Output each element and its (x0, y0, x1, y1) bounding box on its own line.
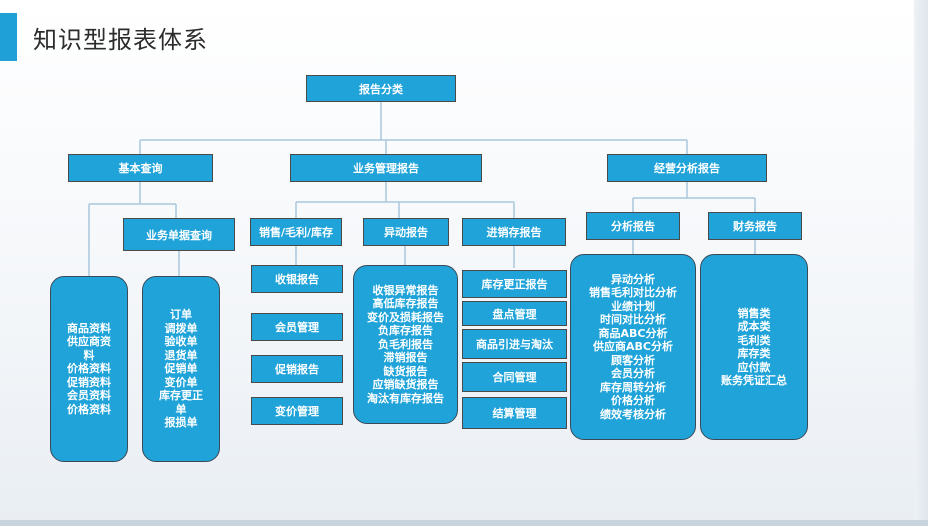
group-item: 订单 (170, 308, 192, 322)
box-price-change-management[interactable]: 变价管理 (251, 397, 343, 425)
box-member-management[interactable]: 会员管理 (251, 313, 343, 341)
group-item: 时间对比分析 (600, 313, 666, 327)
category-basic-query[interactable]: 基本查询 (68, 154, 213, 182)
group-item: 缺货报告 (383, 364, 428, 378)
group-item: 商品ABC分析 (598, 326, 668, 340)
group-item: 高低库存报告 (372, 297, 439, 311)
sub-doc-query[interactable]: 业务单据查询 (123, 218, 235, 251)
group-item: 供应商资 (67, 335, 111, 349)
title-accent-bar (0, 13, 17, 61)
group-item: 顾客分析 (611, 353, 655, 367)
sub-exception-report[interactable]: 异动报告 (363, 218, 449, 246)
group-item: 会员分析 (611, 367, 655, 381)
group-item: 价格分析 (611, 394, 655, 408)
group-item: 促销资料 (67, 375, 111, 389)
group-item: 绩效考核分析 (600, 407, 666, 421)
box-cashier-report[interactable]: 收银报告 (251, 265, 343, 293)
group-item: 负毛利报告 (378, 337, 433, 351)
group-item: 供应商ABC分析 (593, 340, 673, 354)
group-analysis-items: 异动分析 销售毛利对比分析 业绩计划 时间对比分析 商品ABC分析 供应商ABC… (570, 254, 696, 440)
group-item: 变价及损耗报告 (367, 310, 444, 324)
category-business-report[interactable]: 业务管理报告 (290, 154, 482, 182)
box-stock-correction-report[interactable]: 库存更正报告 (462, 270, 567, 298)
group-item: 毛利类 (737, 333, 771, 347)
group-item: 淘汰有库存报告 (367, 391, 444, 405)
group-item: 成本类 (737, 320, 771, 333)
group-item: 滞销报告 (383, 351, 428, 365)
sub-finance-report[interactable]: 财务报告 (708, 212, 802, 240)
page-title: 知识型报表体系 (33, 26, 208, 54)
sub-sales-margin-stock[interactable]: 销售/毛利/库存 (250, 218, 342, 246)
group-item: 验收单 (164, 335, 198, 349)
group-item: 单 (175, 402, 187, 416)
sub-analysis-report[interactable]: 分析报告 (586, 212, 680, 240)
group-item: 应销缺货报告 (372, 378, 439, 392)
group-item: 异动分析 (611, 272, 655, 286)
root-node-report-classification[interactable]: 报告分类 (306, 75, 456, 102)
box-inventory-count-management[interactable]: 盘点管理 (462, 301, 567, 326)
group-item: 库存周转分析 (600, 380, 666, 394)
box-settlement-management[interactable]: 结算管理 (462, 397, 567, 429)
window-frame-right (914, 0, 928, 526)
group-item: 变价单 (164, 375, 198, 389)
box-product-intro-elimination[interactable]: 商品引进与淘汰 (462, 329, 567, 359)
group-basic-items: 商品资料 供应商资 料 价格资料 促销资料 会员资料 价格资料 (50, 276, 128, 462)
group-item: 应付款 (737, 360, 771, 374)
group-item: 销售类 (737, 306, 771, 320)
box-promotion-report[interactable]: 促销报告 (251, 355, 343, 383)
group-item: 料 (83, 348, 95, 362)
group-finance-items: 销售类 成本类 毛利类 库存类 应付款 账务凭证汇总 (700, 254, 808, 440)
group-item: 库存类 (737, 347, 771, 360)
group-item: 促销单 (164, 362, 198, 376)
group-item: 库存更正 (159, 389, 203, 403)
group-item: 销售毛利对比分析 (589, 286, 677, 300)
group-item: 负库存报告 (378, 324, 433, 338)
group-item: 会员资料 (67, 389, 111, 403)
group-item: 价格资料 (67, 402, 111, 416)
category-operation-report[interactable]: 经营分析报告 (607, 154, 767, 182)
group-item: 收银异常报告 (372, 283, 439, 297)
box-contract-management[interactable]: 合同管理 (462, 362, 567, 392)
group-item: 调拨单 (164, 321, 198, 335)
group-exception-items: 收银异常报告 高低库存报告 变价及损耗报告 负库存报告 负毛利报告 滞销报告 缺… (353, 265, 458, 424)
group-item: 账务凭证汇总 (721, 374, 787, 387)
sub-purchase-sales-stock[interactable]: 进销存报告 (462, 218, 566, 246)
group-item: 退货单 (164, 348, 198, 362)
group-item: 商品资料 (67, 321, 111, 335)
group-item: 价格资料 (67, 362, 111, 376)
window-frame-bottom (0, 520, 928, 526)
group-item: 业绩计划 (611, 299, 655, 313)
group-doc-items: 订单 调拨单 验收单 退货单 促销单 变价单 库存更正 单 报损单 (142, 276, 220, 462)
group-item: 报损单 (164, 416, 198, 430)
